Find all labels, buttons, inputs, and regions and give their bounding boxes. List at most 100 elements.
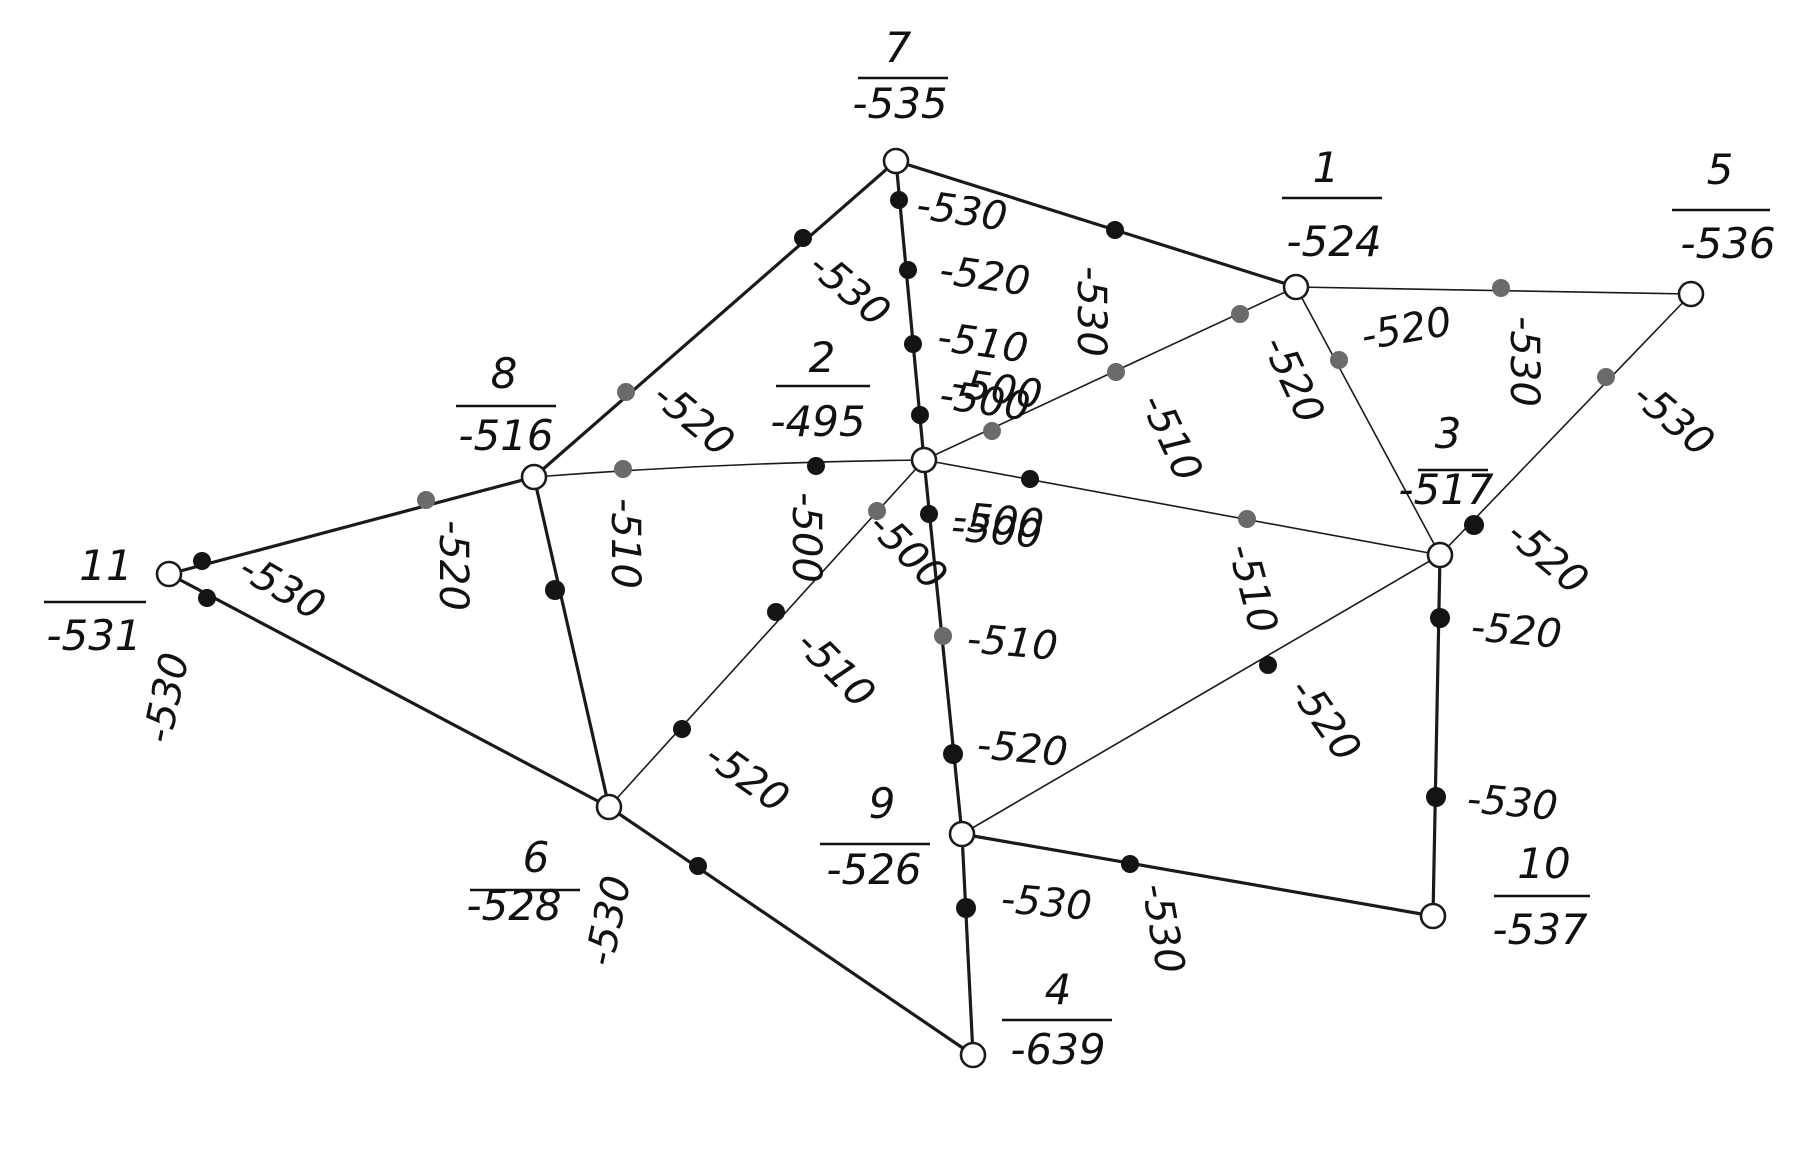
contour-point bbox=[911, 406, 929, 424]
contour-point bbox=[1426, 787, 1446, 807]
contour-point bbox=[1238, 510, 1256, 528]
node-number: 6 bbox=[523, 833, 550, 882]
node-number: 10 bbox=[1517, 839, 1570, 888]
node-label-2: 2 -495 bbox=[770, 333, 870, 446]
contour-label: -530 bbox=[1501, 316, 1547, 407]
node-circle-10 bbox=[1419, 902, 1447, 930]
contour-label: -530 bbox=[231, 545, 333, 630]
contour-point bbox=[689, 857, 707, 875]
edge-5-3 bbox=[1439, 293, 1692, 556]
contour-point bbox=[614, 460, 632, 478]
contour-label: -500 bbox=[951, 494, 1045, 548]
node-label-4: 4 -639 bbox=[1002, 965, 1112, 1074]
node-elevation: -526 bbox=[826, 845, 921, 894]
contour-point bbox=[545, 580, 565, 600]
node-elevation: -536 bbox=[1680, 219, 1775, 268]
contour-point bbox=[767, 603, 785, 621]
node-label-7: 7 -535 bbox=[852, 23, 948, 128]
contour-label: -520 bbox=[1498, 510, 1597, 604]
edge-2-3 bbox=[923, 459, 1441, 556]
contour-point bbox=[417, 491, 435, 509]
node-circle-5 bbox=[1677, 280, 1705, 308]
contour-point bbox=[673, 720, 691, 738]
node-circle-6 bbox=[595, 793, 623, 821]
node-label-11: 11 -531 bbox=[44, 541, 146, 660]
node-circle-3 bbox=[1426, 541, 1454, 569]
contour-label: -520 bbox=[644, 372, 743, 466]
edge-7-1 bbox=[894, 159, 1298, 289]
contour-point bbox=[198, 589, 216, 607]
contour-points bbox=[193, 191, 1615, 918]
edge-8-11 bbox=[167, 475, 536, 576]
node-circle-2 bbox=[910, 446, 938, 474]
node-number: 9 bbox=[869, 779, 896, 828]
edge-8-2 bbox=[533, 459, 925, 478]
contour-point bbox=[1492, 279, 1510, 297]
contour-label: -530 bbox=[1132, 880, 1193, 977]
edges bbox=[167, 159, 1692, 1057]
contour-point bbox=[1121, 855, 1139, 873]
node-number: 11 bbox=[79, 541, 132, 590]
contour-label: -520 bbox=[1469, 604, 1563, 658]
contour-point bbox=[904, 335, 922, 353]
contour-label: -520 bbox=[430, 520, 476, 611]
edge-11-6 bbox=[167, 572, 611, 809]
node-number: 3 bbox=[1435, 409, 1462, 458]
node-elevation: -524 bbox=[1286, 217, 1381, 266]
contour-point bbox=[1021, 470, 1039, 488]
contour-label: -530 bbox=[999, 876, 1093, 930]
contour-point bbox=[617, 383, 635, 401]
contour-point bbox=[899, 261, 917, 279]
contour-label: -520 bbox=[1358, 299, 1455, 360]
contour-label: -510 bbox=[1218, 539, 1286, 639]
node-number: 1 bbox=[1313, 143, 1340, 192]
node-label-1: 1 -524 bbox=[1282, 143, 1382, 266]
node-label-9: 9 -526 bbox=[820, 779, 930, 894]
node-label-8: 8 -516 bbox=[456, 349, 556, 460]
contour-label: -530 bbox=[1068, 266, 1114, 357]
node-elevation: -639 bbox=[1010, 1025, 1105, 1074]
contour-label: -530 bbox=[1624, 372, 1723, 466]
node-circle-4 bbox=[959, 1041, 987, 1069]
contour-label: -510 bbox=[1131, 387, 1211, 489]
contour-point bbox=[1106, 221, 1124, 239]
contour-label: -520 bbox=[1280, 669, 1370, 770]
contour-point bbox=[956, 898, 976, 918]
node-number: 4 bbox=[1045, 965, 1072, 1014]
contour-label: -500 bbox=[783, 492, 829, 583]
node-elevation: -528 bbox=[466, 881, 561, 930]
node-circle-8 bbox=[520, 463, 548, 491]
contour-point bbox=[1464, 515, 1484, 535]
node-elevation: -531 bbox=[46, 611, 141, 660]
edge-9-4 bbox=[960, 832, 975, 1057]
node-circle-1 bbox=[1282, 273, 1310, 301]
contour-point bbox=[807, 457, 825, 475]
contour-label: -520 bbox=[1253, 329, 1333, 431]
node-markers bbox=[155, 147, 1705, 1069]
node-elevation: -495 bbox=[770, 397, 865, 446]
contour-label: -510 bbox=[602, 498, 648, 589]
edge-9-3 bbox=[961, 554, 1441, 835]
contour-label: -530 bbox=[577, 872, 641, 970]
contour-point bbox=[890, 191, 908, 209]
edge-6-4 bbox=[607, 805, 975, 1057]
edge-1-3 bbox=[1295, 286, 1441, 556]
contour-label: -530 bbox=[1465, 776, 1559, 830]
node-label-6: 6 -528 bbox=[466, 833, 580, 930]
contour-label: -520 bbox=[975, 722, 1069, 776]
contour-labels: -530 -530 -520 -530 -520 -510 -500 -530 … bbox=[135, 182, 1723, 977]
contour-point bbox=[1430, 608, 1450, 628]
contour-point bbox=[943, 744, 963, 764]
node-elevation: -517 bbox=[1398, 465, 1494, 514]
contour-point bbox=[934, 627, 952, 645]
contour-point bbox=[1107, 363, 1125, 381]
contour-label: -510 bbox=[965, 616, 1059, 670]
node-label-10: 10 -537 bbox=[1492, 839, 1590, 954]
edge-9-10 bbox=[960, 832, 1435, 918]
contour-point bbox=[193, 552, 211, 570]
contour-point bbox=[983, 422, 1001, 440]
contour-point bbox=[1330, 351, 1348, 369]
contour-label: -530 bbox=[800, 242, 899, 336]
node-circle-9 bbox=[948, 820, 976, 848]
node-elevation: -537 bbox=[1492, 905, 1588, 954]
